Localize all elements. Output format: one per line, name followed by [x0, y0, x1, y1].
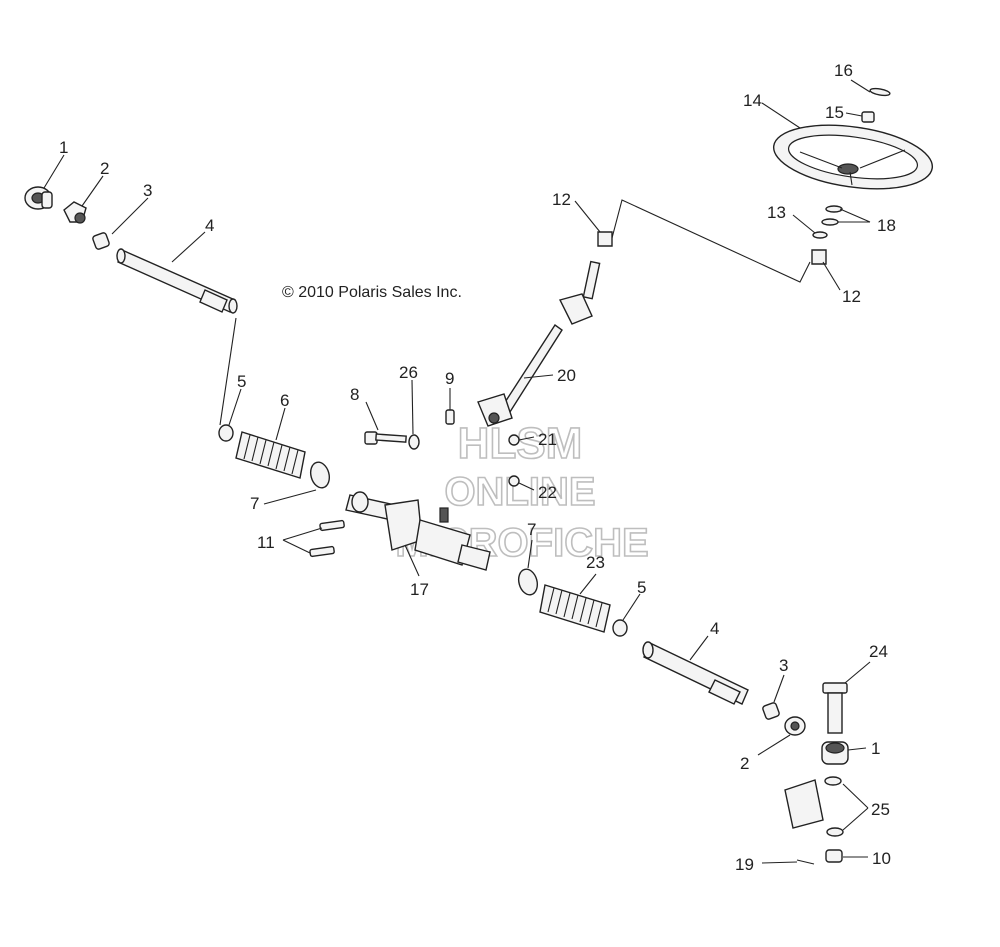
callout-12-upper: 12 — [842, 287, 861, 306]
callout-15: 15 — [825, 103, 844, 122]
callout-7-left: 7 — [250, 494, 259, 513]
watermark-line-1: HLSM — [458, 419, 583, 468]
callout-26: 26 — [399, 363, 418, 382]
callout-21: 21 — [538, 430, 557, 449]
callout-7-right: 7 — [527, 520, 536, 539]
leader-lines — [43, 79, 871, 864]
part-14-steering-wheel — [772, 124, 934, 190]
part-3-right-nut — [762, 702, 780, 720]
callout-14: 14 — [743, 91, 762, 110]
part-20-steering-shaft — [477, 260, 601, 427]
part-2-right-ball-joint — [784, 716, 806, 736]
spindle-bracket — [784, 779, 824, 829]
part-7-right-clamp — [517, 568, 539, 596]
callout-23: 23 — [586, 553, 605, 572]
callout-5-left: 5 — [237, 372, 246, 391]
callout-4-left: 4 — [205, 216, 214, 235]
callout-16: 16 — [834, 61, 853, 80]
bushing-leader — [611, 199, 811, 283]
watermark-line-2: ONLINE — [444, 470, 595, 514]
part-16-cap — [869, 87, 891, 97]
part-23-right-bellows-boot — [539, 584, 611, 633]
part-22-fitting — [508, 475, 520, 487]
callout-24: 24 — [869, 642, 888, 661]
part-15-nut — [861, 111, 875, 123]
part-5-right-ring — [612, 619, 628, 637]
callout-22: 22 — [538, 483, 557, 502]
callout-labels: 1 2 3 4 5 6 7 8 9 26 11 17 12 20 21 22 7… — [59, 61, 896, 874]
part-5-left-ring — [218, 424, 234, 442]
part-25-washers — [824, 776, 844, 837]
callout-10: 10 — [872, 849, 891, 868]
part-12-upper-bushing — [811, 249, 827, 265]
part-9-bolt — [445, 409, 455, 425]
steering-wheel-assembly — [597, 87, 934, 283]
part-11-bolts — [309, 519, 345, 558]
part-12-lower-bushing — [597, 231, 613, 247]
callout-11: 11 — [257, 533, 275, 552]
left-tie-rod-assembly — [24, 186, 331, 489]
callout-20: 20 — [557, 366, 576, 385]
part-21-fitting — [508, 434, 520, 446]
callout-8: 8 — [350, 385, 359, 404]
part-8-bolt — [364, 431, 407, 445]
callout-5-right: 5 — [637, 578, 646, 597]
callout-9: 9 — [445, 369, 454, 388]
part-4-left-tie-rod — [116, 248, 238, 314]
part-1-left-tie-rod-end — [24, 186, 53, 210]
part-3-left-nut — [92, 232, 110, 250]
part-2-left-ball-joint — [63, 201, 87, 224]
callout-2-right: 2 — [740, 754, 749, 773]
part-26-washer — [408, 434, 420, 450]
callout-6: 6 — [280, 391, 289, 410]
part-6-left-bellows-boot — [235, 431, 306, 479]
part-4-right-tie-rod — [642, 641, 749, 705]
callout-3-right: 3 — [779, 656, 788, 675]
right-tie-rod-assembly — [517, 568, 849, 865]
copyright-text: © 2010 Polaris Sales Inc. — [282, 284, 462, 301]
callout-3-left: 3 — [143, 181, 152, 200]
part-24-bolt — [822, 682, 848, 734]
part-1-right-tie-rod-end — [821, 741, 849, 765]
callout-1-left: 1 — [59, 138, 68, 157]
part-19-cotter-pin — [796, 859, 815, 865]
callout-13: 13 — [767, 203, 786, 222]
callout-17: 17 — [410, 580, 429, 599]
callout-18: 18 — [877, 216, 896, 235]
part-13-washer — [812, 231, 828, 239]
part-10-nut — [825, 849, 843, 863]
callout-2-left: 2 — [100, 159, 109, 178]
part-7-left-clamp — [309, 461, 331, 489]
callout-1-right: 1 — [871, 739, 880, 758]
callout-12-lower: 12 — [552, 190, 571, 209]
callout-19: 19 — [735, 855, 754, 874]
steering-rack — [309, 491, 491, 571]
callout-25: 25 — [871, 800, 890, 819]
callout-4-right: 4 — [710, 619, 719, 638]
